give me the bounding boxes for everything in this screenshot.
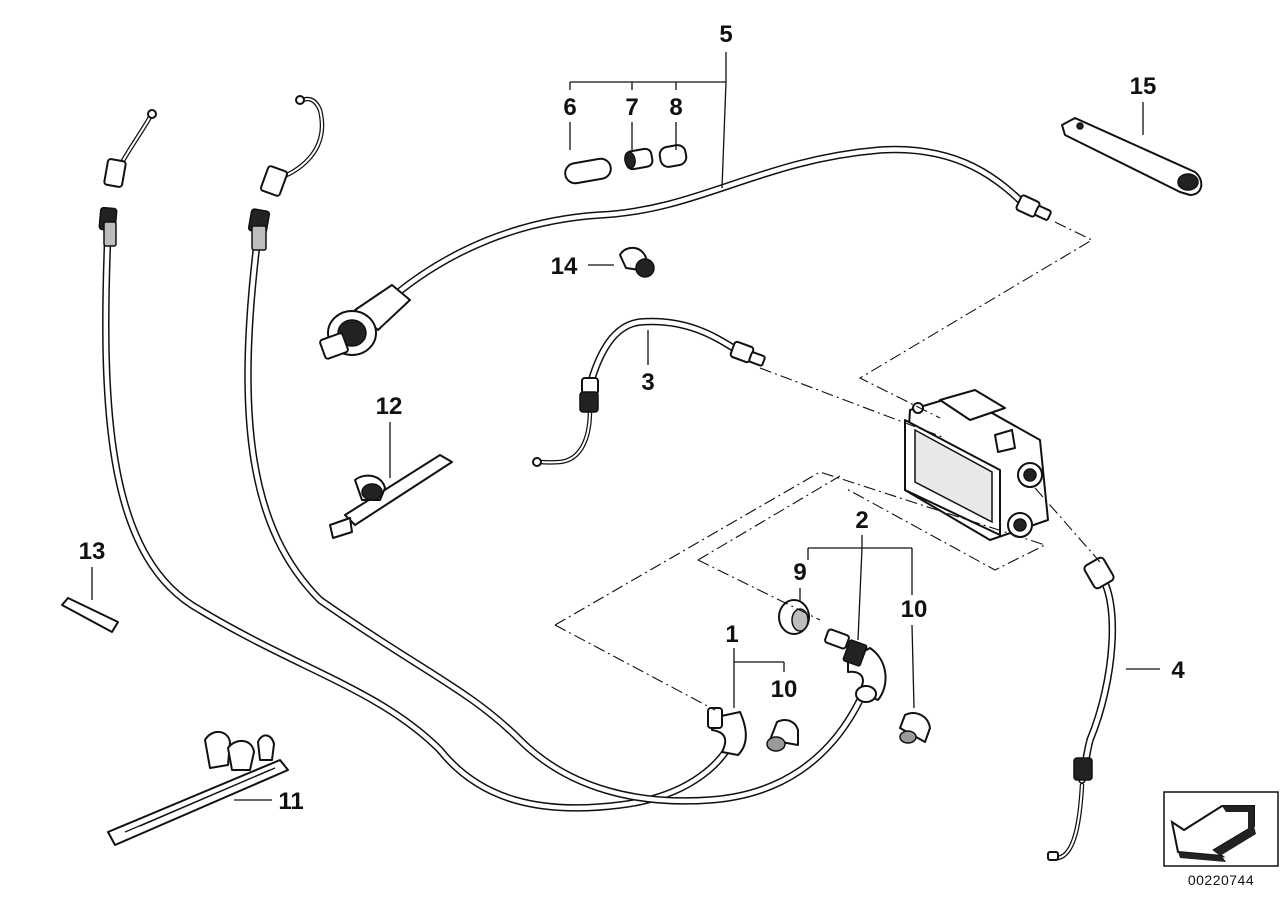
callout-4: 4 <box>1171 657 1185 684</box>
callout-3: 3 <box>641 369 654 396</box>
cable-5 <box>319 145 1052 360</box>
connector-1 <box>707 707 747 756</box>
cable-4 <box>1047 556 1117 861</box>
callout-2: 2 <box>855 507 868 534</box>
left-cable-end-b <box>247 95 325 251</box>
callout-15: 15 <box>1130 73 1157 100</box>
callout-6: 6 <box>563 94 576 121</box>
connection-lines <box>554 221 1101 711</box>
part-10-cap-a <box>766 719 799 752</box>
part-9-grommet <box>778 599 810 635</box>
callout-13: 13 <box>79 538 106 565</box>
part-7-bushing <box>624 147 654 171</box>
connector-2 <box>824 628 887 703</box>
callout-5: 5 <box>719 21 732 48</box>
callout-10-b: 10 <box>901 596 928 623</box>
left-cable-end-a <box>98 109 157 247</box>
part-10-cap-b <box>899 712 931 744</box>
part-15-bracket <box>1061 117 1203 196</box>
callout-9: 9 <box>793 559 806 586</box>
drawing-number: 00220744 <box>1188 872 1254 888</box>
callout-12: 12 <box>376 393 403 420</box>
cable-3 <box>532 317 766 467</box>
part-13-tube <box>61 597 119 633</box>
arrow-logo-icon <box>1163 791 1279 867</box>
callout-1: 1 <box>725 621 738 648</box>
part-11-cable-tie <box>107 731 289 846</box>
left-cable-pair <box>102 226 864 812</box>
part-12-holder <box>329 454 453 539</box>
part-14-clip <box>619 246 655 278</box>
callout-8: 8 <box>669 94 682 121</box>
callout-11: 11 <box>278 788 303 815</box>
callout-14: 14 <box>551 253 578 280</box>
callout-7: 7 <box>625 94 638 121</box>
callout-10-a: 10 <box>771 676 798 703</box>
leader-lines <box>91 52 1160 801</box>
part-6-sleeve <box>564 157 612 185</box>
part-8-bushing <box>658 144 688 168</box>
control-unit <box>904 389 1049 541</box>
callout-labels: 5 6 7 8 15 14 3 12 13 2 9 10 1 4 10 11 <box>79 21 1186 815</box>
